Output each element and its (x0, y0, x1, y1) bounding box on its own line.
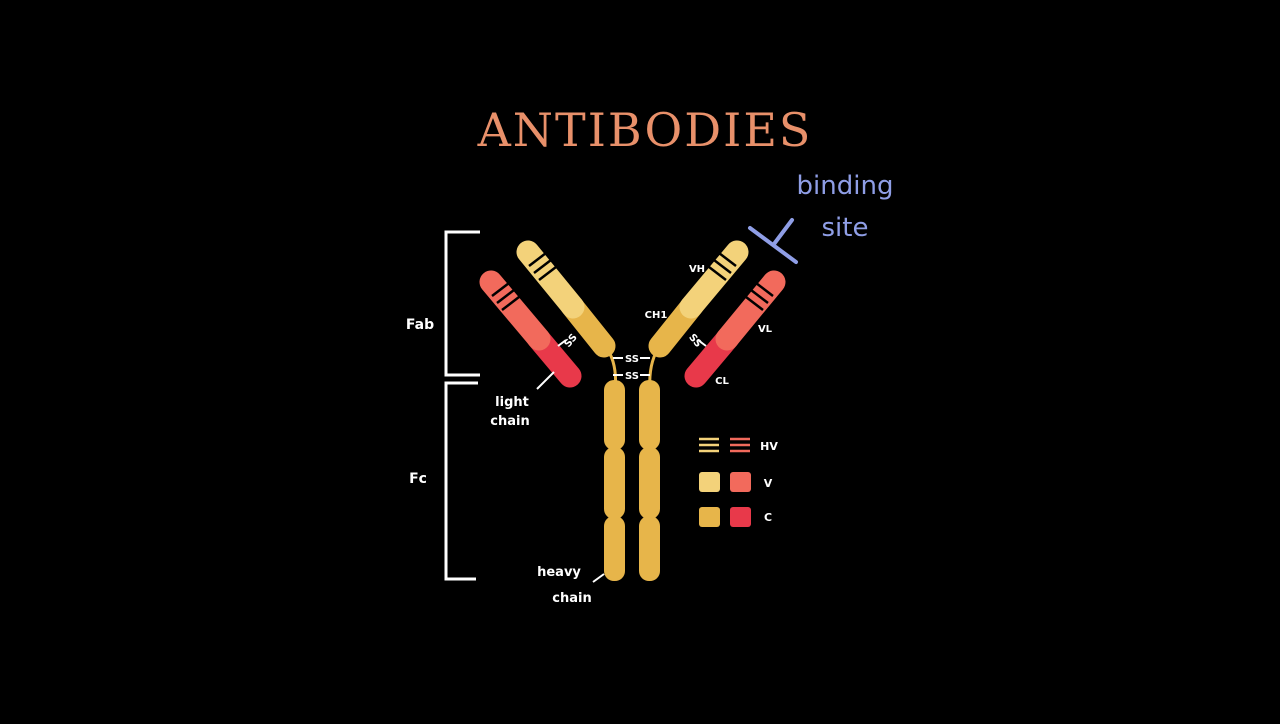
disulfide-lines (557, 339, 707, 376)
ch1-label: CH1 (645, 310, 668, 321)
left-vl-hypervariable-stripes (491, 282, 520, 311)
light-chain-label-line1: light (495, 395, 529, 410)
legend-hv-label: HV (760, 440, 778, 453)
hinge-ss-top: SS (625, 354, 639, 365)
heavy-chain-label-line1: heavy (537, 565, 581, 580)
legend-hv-stripes (699, 437, 750, 453)
cl-label: CL (715, 376, 729, 387)
legend-c-heavy-swatch (699, 507, 720, 527)
hinge-ss-bottom: SS (625, 371, 639, 382)
left-ss-label: SS (562, 332, 579, 350)
right-vh-hypervariable-stripes (708, 252, 737, 281)
fc-stem-right (639, 380, 660, 581)
fc-bracket (444, 381, 478, 581)
heavy-chain-label-line2: chain (552, 591, 591, 606)
binding-site-label-line1: binding (797, 171, 894, 201)
light-chain-left (479, 270, 582, 388)
fc-label: Fc (409, 471, 427, 487)
heavy-chain-right-arm (648, 240, 749, 358)
fc-stem-left (604, 380, 625, 581)
legend-c-light-swatch (730, 507, 751, 527)
diagram-title: ANTIBODIES (477, 103, 813, 157)
fab-bracket (444, 230, 480, 377)
legend-v-light-swatch (730, 472, 751, 492)
heavy-chain-left-arm (516, 240, 616, 358)
legend-c-label: C (764, 511, 772, 524)
legend: HV V C (699, 437, 778, 527)
legend-v-label: V (764, 477, 773, 490)
right-ss-label: SS (686, 332, 703, 350)
left-vh-hypervariable-stripes (528, 252, 557, 281)
binding-site-label-line2: site (822, 213, 869, 243)
light-chain-label-line2: chain (490, 414, 529, 429)
light-chain-pointer (536, 371, 555, 390)
vl-label: VL (758, 324, 773, 335)
light-chain-right (684, 270, 786, 388)
legend-v-heavy-swatch (699, 472, 720, 492)
fab-label: Fab (406, 317, 434, 333)
vh-label: VH (689, 264, 705, 275)
right-vl-hypervariable-stripes (745, 282, 774, 311)
heavy-chain-pointer (592, 573, 605, 583)
binding-site-bracket (748, 218, 798, 264)
